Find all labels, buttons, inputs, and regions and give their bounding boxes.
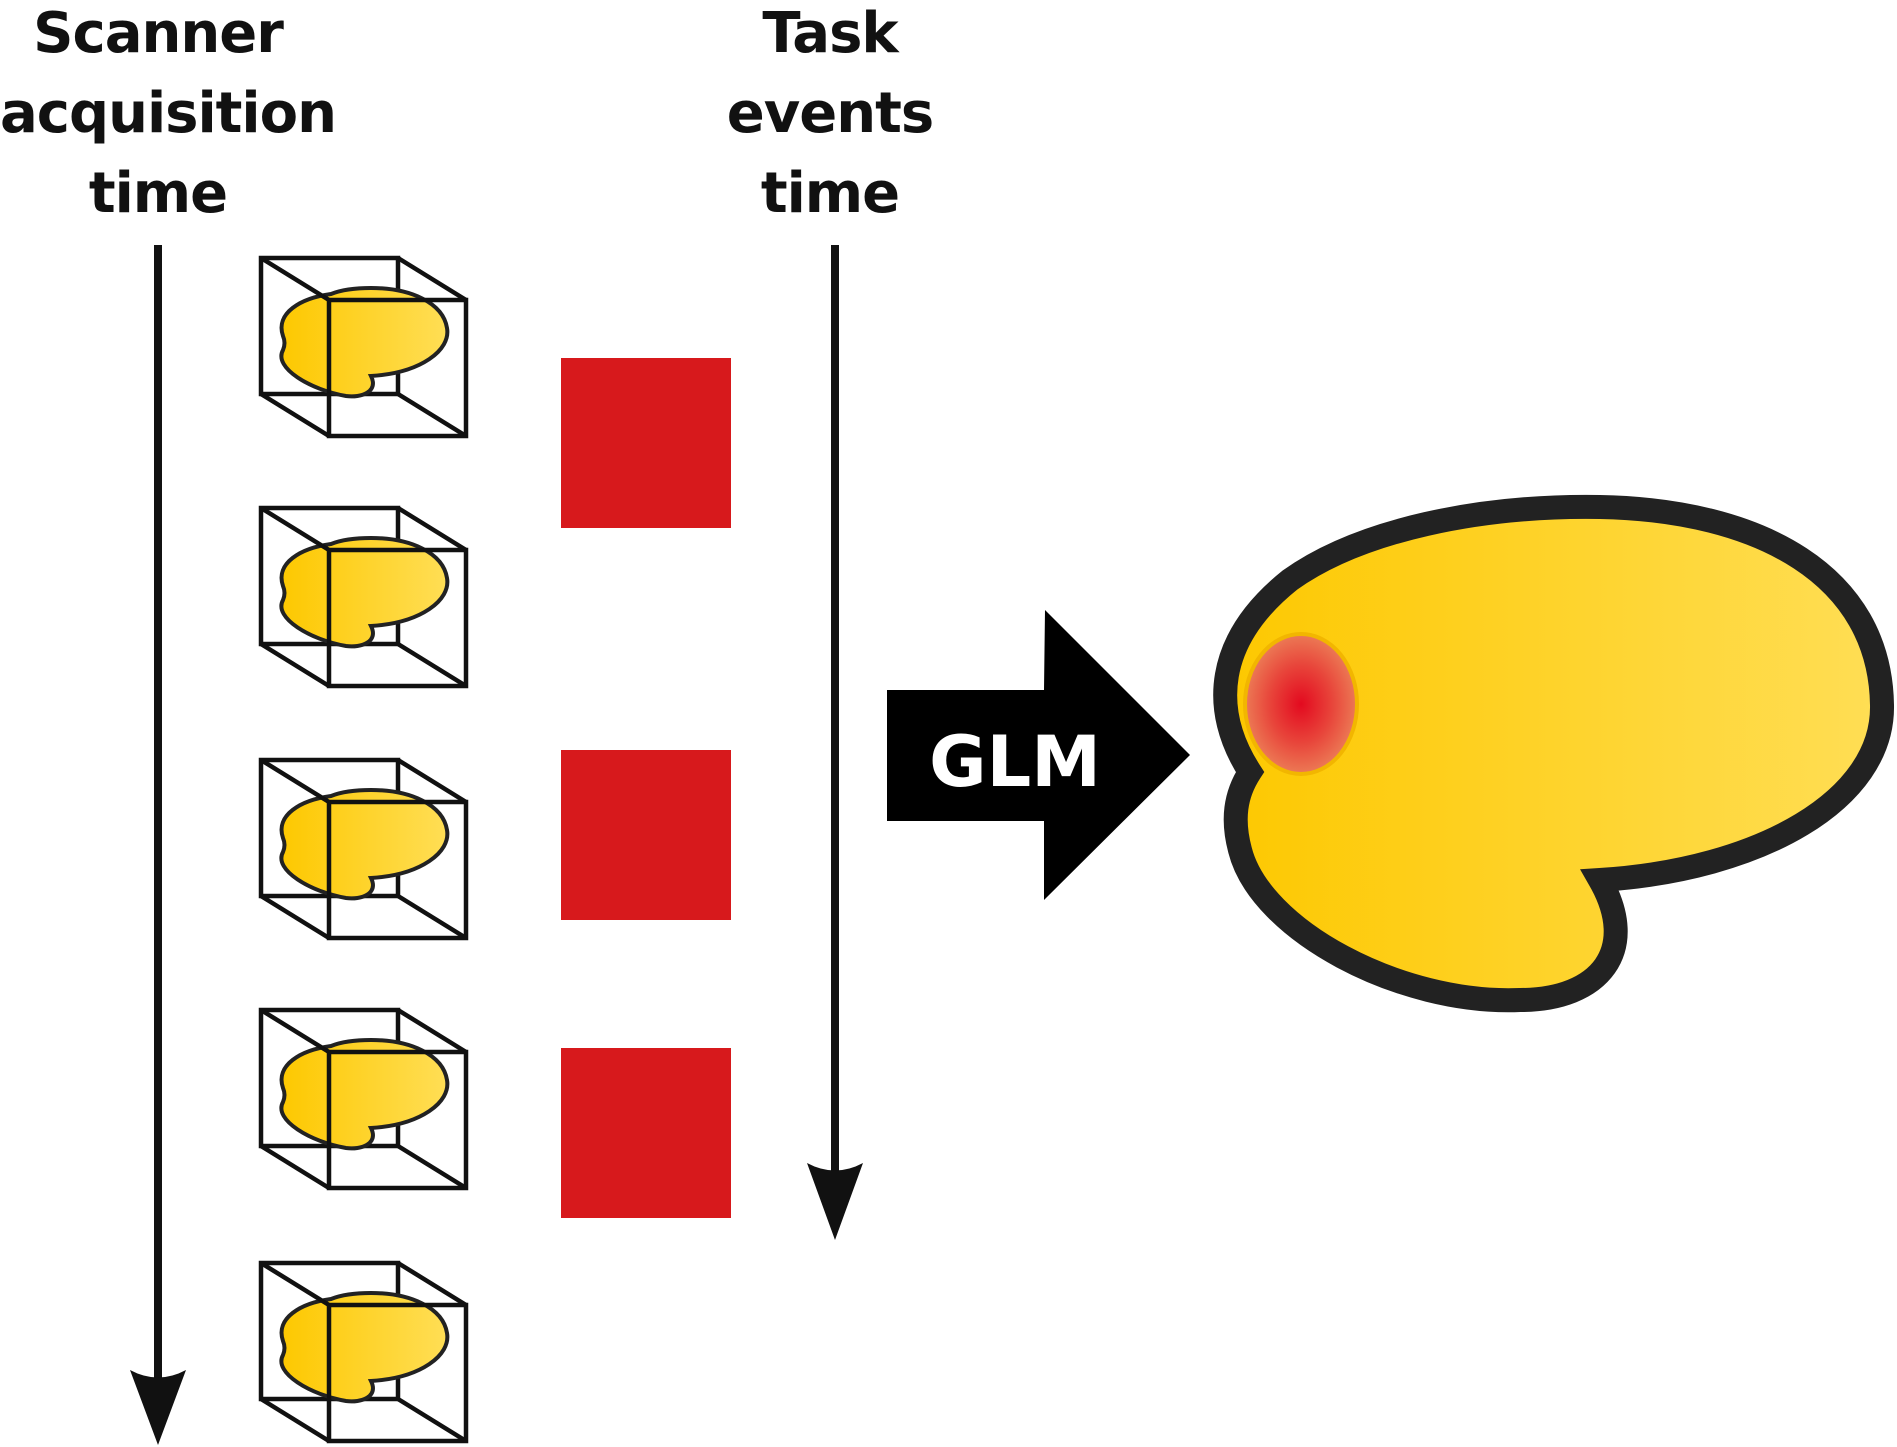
brain-volume-cube-icon [261, 258, 466, 436]
task-label-line-2: events [726, 81, 934, 146]
task-label-line-3: time [760, 161, 900, 226]
brain-volume-cube-icon [261, 508, 466, 686]
brain-volume-cube-icon [261, 1010, 466, 1188]
activation-blob [1243, 632, 1359, 776]
task-axis-label: Task events time [680, 0, 980, 234]
scanner-time-axis [130, 245, 186, 1445]
brain-volume-cube-icon [261, 760, 466, 938]
glm-arrow: GLM [887, 610, 1190, 900]
glm-label: GLM [929, 721, 1101, 803]
activation-brain-map [1213, 494, 1895, 1013]
brain-volume-cube-icon [261, 1263, 466, 1441]
scanner-label-line-3: time [88, 161, 228, 226]
scanner-label-line-2: acquisition [0, 81, 337, 146]
task-event-block [561, 750, 731, 920]
task-label-line-1: Task [762, 1, 898, 66]
scanner-label-line-1: Scanner [33, 1, 284, 66]
task-time-axis [807, 245, 863, 1240]
scanner-axis-label: Scanner acquisition time [0, 0, 337, 234]
task-event-block [561, 1048, 731, 1218]
task-event-block [561, 358, 731, 528]
